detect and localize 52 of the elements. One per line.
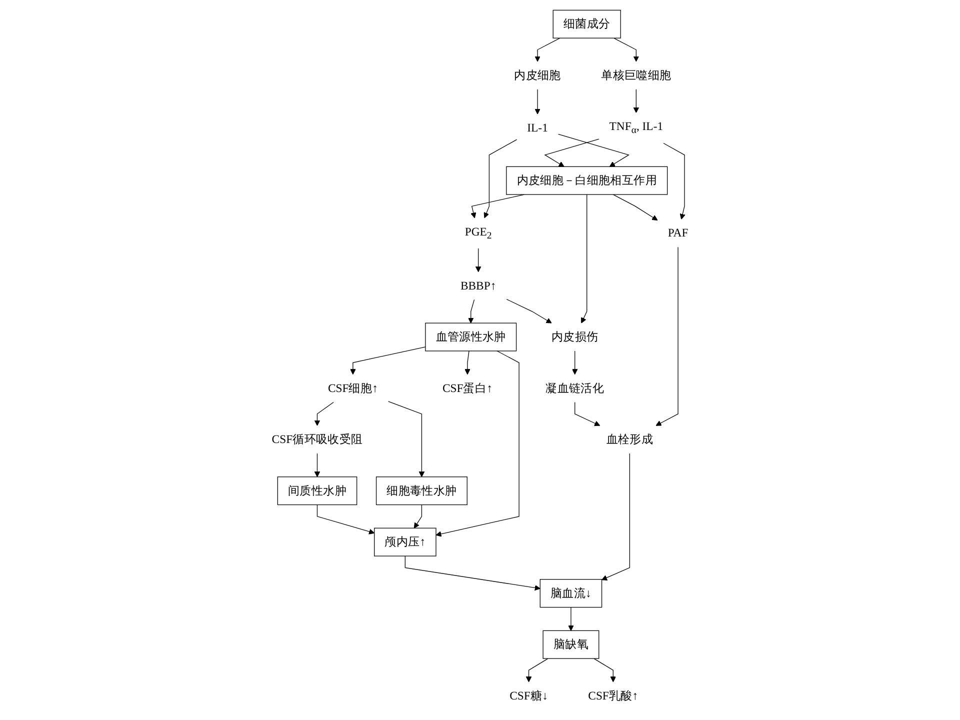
node-box: 颅内压↑ (374, 528, 436, 556)
arrow (656, 246, 678, 426)
node-text: CSF糖↓ (510, 689, 548, 702)
arrow (663, 142, 686, 220)
node-box: 间质性水肿 (277, 476, 358, 506)
node-text: PAF (668, 226, 688, 240)
arrow (316, 504, 375, 534)
node-box: 内皮细胞－白细胞相互作用 (506, 166, 668, 195)
node-text: CSF蛋白↑ (442, 381, 492, 394)
node-text: CSF乳酸↑ (588, 689, 638, 702)
arrow (414, 504, 422, 528)
node-text: CSF循环吸收受阻 (272, 432, 363, 446)
arrow (572, 350, 578, 375)
node-text: 血栓形成 (606, 432, 654, 446)
arrow (526, 658, 548, 682)
arrow (468, 299, 475, 324)
node-text: 单核巨噬细胞 (601, 68, 672, 82)
arrow (568, 606, 574, 631)
arrow (475, 248, 482, 272)
arrow (506, 298, 552, 324)
arrow (580, 194, 588, 324)
arrow (534, 38, 560, 62)
arrow (558, 134, 630, 167)
node-box: 脑缺氧 (542, 630, 600, 659)
node-text: 凝血链活化 (546, 381, 604, 394)
node-text: TNF$_{α}$, IL-1 (609, 120, 664, 136)
arrow (612, 194, 658, 220)
arrow (350, 346, 426, 375)
node-box: 脑血流↓ (540, 579, 602, 608)
node-text: 内皮细胞 (514, 68, 561, 82)
node-text: PGE$_{2}$ (464, 225, 492, 241)
arrow (544, 138, 600, 167)
arrow (314, 453, 320, 478)
arrow (534, 89, 540, 114)
arrow (388, 401, 425, 478)
node-box: 细胞毒性水肿 (376, 476, 468, 506)
arrow (613, 38, 640, 62)
node-box: 血管源性水肿 (425, 322, 517, 352)
arrow (574, 402, 600, 426)
arrow (633, 89, 640, 113)
arrow (594, 658, 616, 682)
node-text: 内皮损伤 (551, 330, 598, 344)
arrow (436, 350, 520, 537)
arrow (484, 139, 518, 218)
arrow (602, 453, 630, 580)
node-text: BBBP↑ (460, 278, 496, 292)
arrow (464, 350, 470, 375)
arrow (404, 556, 540, 591)
node-box: 细菌成分 (552, 10, 621, 38)
arrow (314, 402, 334, 426)
node-text: IL-1 (527, 121, 548, 134)
node-text: CSF细胞↑ (328, 381, 378, 394)
